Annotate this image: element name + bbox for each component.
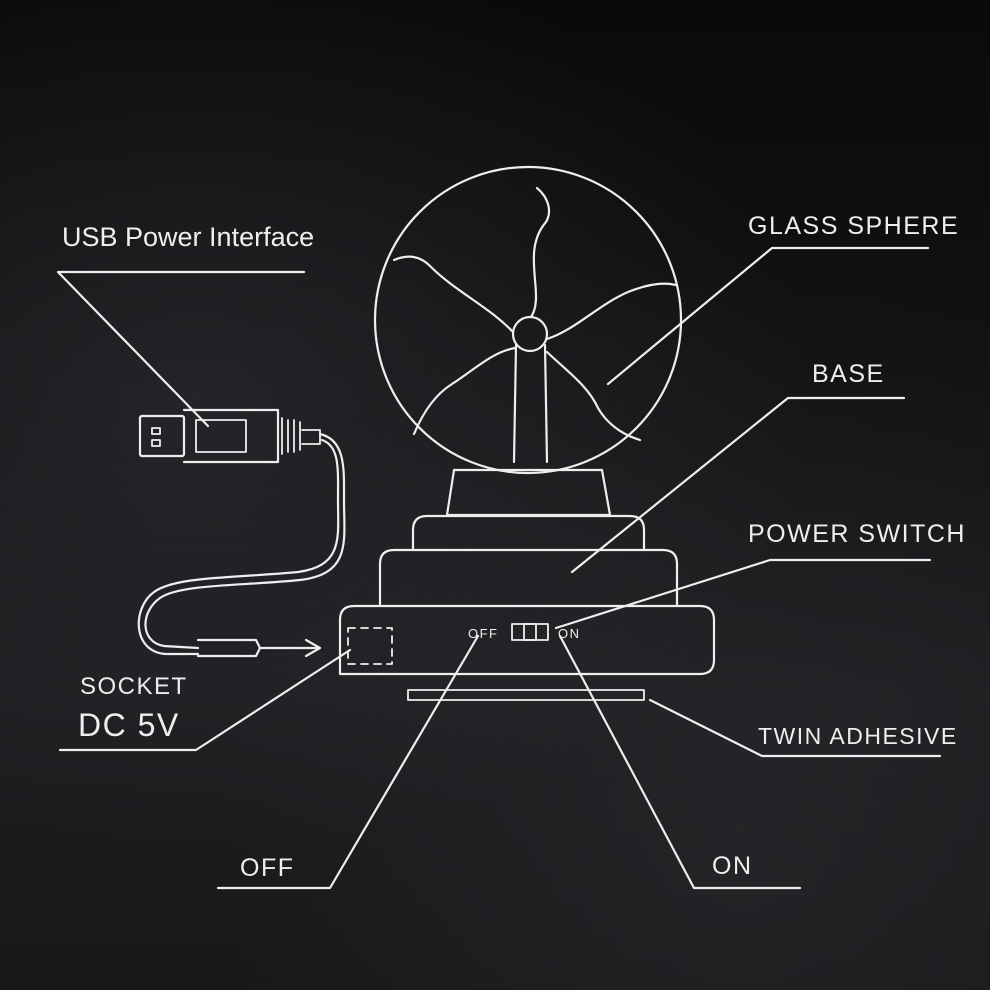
usb-plug-label-area (195, 419, 247, 453)
plasma-filament-lower-right (545, 350, 642, 442)
base-upper-step (411, 514, 646, 552)
twin-adhesive-label: TWIN ADHESIVE (758, 723, 958, 749)
power-switch-label: POWER SWITCH (748, 520, 966, 548)
twin-adhesive-leader-line (648, 698, 942, 758)
power-switch-slider (523, 623, 537, 641)
base-leader-line (570, 396, 906, 574)
electrode-stem-left (512, 343, 518, 464)
off-leader-line (216, 634, 480, 890)
socket-port (347, 627, 393, 665)
dc-plug-body (196, 638, 262, 658)
twin-adhesive-strip (407, 689, 645, 701)
usb-plug-body (182, 408, 280, 464)
plasma-filament-right (545, 282, 678, 341)
plasma-filament-lower-left (412, 346, 517, 436)
glass-sphere-leader-line (606, 246, 930, 386)
base-plinth (338, 604, 716, 676)
base-label: BASE (812, 360, 885, 388)
off-label: OFF (240, 854, 295, 882)
plasma-filament-top (529, 186, 551, 319)
base-body (378, 548, 679, 608)
usb-pin-1 (151, 427, 161, 435)
labels: USB Power Interface GLASS SPHERE BASE PO… (62, 212, 966, 882)
usb-plug-tip (138, 414, 186, 458)
usb-strain-relief (281, 417, 301, 455)
electrode-ball (511, 315, 549, 353)
usb-leader-line (56, 270, 306, 428)
usb-cable-collar (301, 429, 321, 445)
plasma-filament-left (392, 255, 515, 334)
dc-5v-label: DC 5V (78, 707, 180, 743)
dc-plug-arrow-head (304, 638, 322, 658)
switch-off-text: OFF (468, 626, 499, 641)
socket-leader-line (58, 648, 352, 752)
switch-on-text: ON (558, 626, 581, 641)
glass-sphere-outline (373, 165, 683, 475)
usb-cable-wire-inner (137, 438, 340, 656)
on-leader-line (558, 634, 802, 890)
socket-label: SOCKET (80, 673, 188, 700)
usb-cable-wire (144, 432, 346, 650)
power-switch-body (511, 623, 549, 641)
collar (445, 468, 612, 517)
plasma-ball-illustration: OFF ON (338, 165, 716, 701)
usb-pin-2 (151, 439, 161, 447)
leader-lines (56, 246, 942, 890)
usb-power-interface-label: USB Power Interface (62, 222, 314, 252)
glass-sphere-label: GLASS SPHERE (748, 212, 959, 240)
on-label: ON (712, 852, 753, 880)
power-switch-leader-line (554, 558, 932, 630)
electrode-stem-right (543, 343, 549, 464)
usb-cable-illustration (137, 408, 346, 658)
